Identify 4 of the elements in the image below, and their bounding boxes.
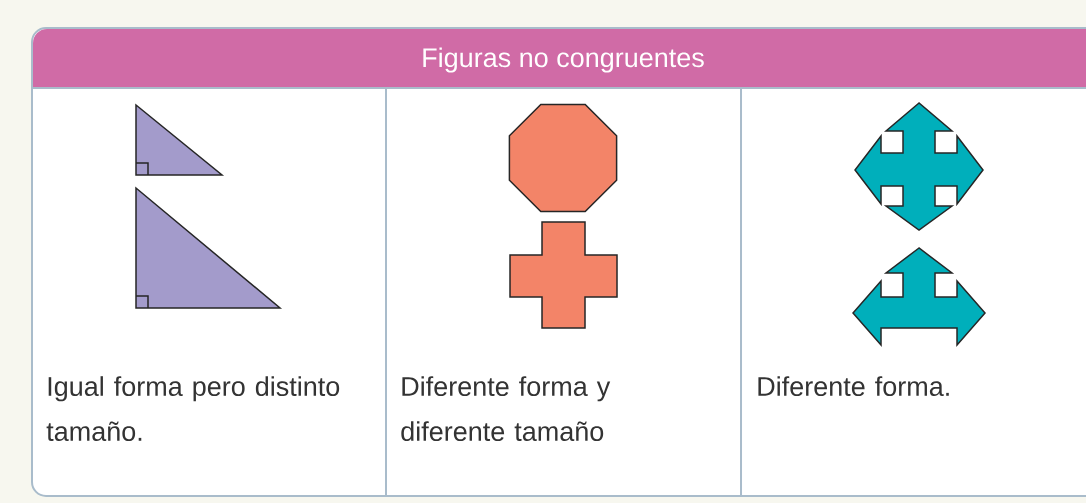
cell-text: Igual forma pero distinto tamaño. xyxy=(46,376,340,442)
cell-text: Diferente forma y diferente tamaño xyxy=(401,376,611,442)
table-header: Figuras no congruentes xyxy=(31,29,1086,89)
cell-text: Diferente forma. xyxy=(758,376,949,397)
